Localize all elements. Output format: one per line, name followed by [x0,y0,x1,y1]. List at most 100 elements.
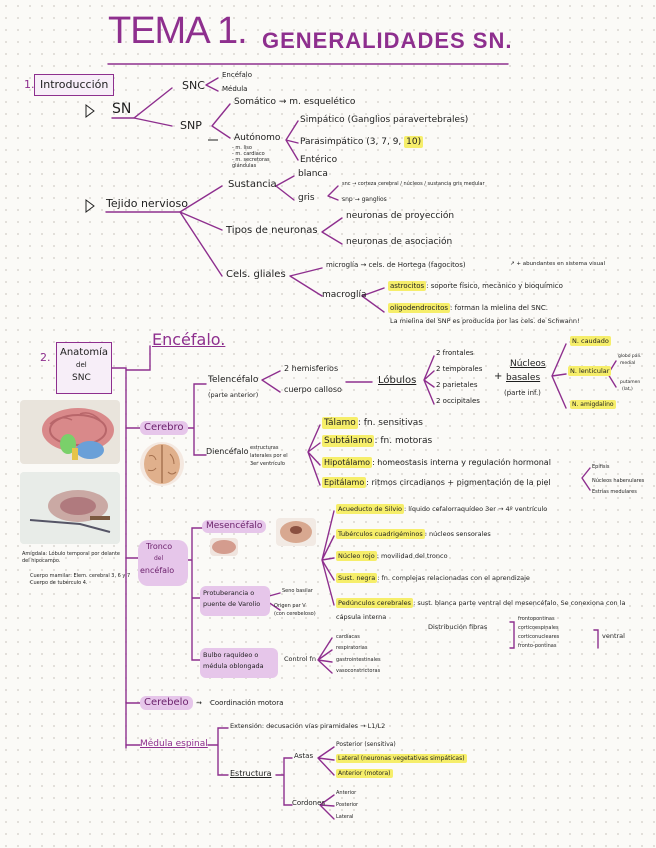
brain-top-photo [140,442,184,486]
cerebelo-arrow: → [196,700,202,707]
fibras-4: fronto-pontinas [518,644,556,649]
autonomo-note-4: glándulas [232,164,256,169]
cordon-anterior: Anterior [336,791,356,796]
asta-posterior: Posterior (sensitiva) [336,742,396,748]
astas-label: Astas [294,753,313,760]
origen-par-v-note: (con cerebeloso) [274,612,316,617]
protuberancia-label-1: Protuberancia o [203,590,254,597]
control-fn: Control fn [284,656,316,663]
bulbo-vasoconstrictoras: vasoconstrictoras [336,669,380,674]
mesencefalo-illustration [276,518,316,546]
n-caudado: N. caudado [570,338,611,345]
lobulo-frontales: 2 frontales [436,350,474,357]
acueducto-text: Acueducto de Silvio: líquido cefalorraqu… [336,506,547,513]
brain-top-illustration [140,442,184,486]
estrias-medulares: Estrías medulares [592,490,637,495]
snc-gris-note: snc → corteza cerebral / núcleos / susta… [342,182,485,187]
neuronas-asociacion: neuronas de asociación [346,238,452,247]
nucleos-habenulares: Núcleos habenulares [592,479,644,484]
bulbo-label-2: médula oblongada [203,663,264,670]
parasim-highlight: 10) [404,136,423,148]
asta-anterior: Anterior (motora) [336,771,393,777]
globo-palido-2: medial [620,362,635,367]
tronco-label-1: Tronco [146,543,172,551]
mesencefalo-small-photo [210,538,238,556]
anatomia-label-2: del [76,362,87,369]
photo-caption-3: Cuerpo mamilar: Elem. cerebral 3, 6 y 7 [30,574,130,579]
extension-text: Extensión: decusación vías piramidales →… [230,723,385,730]
snc-label: SNC [182,80,205,91]
n-amigdalino: N. amigdalino [570,402,616,408]
sustancia-gris: gris [298,194,315,203]
basales-label: basales [506,374,540,383]
microglia-text: microglía → cels. de Hortega (fagocitos) [326,262,466,269]
tipos-neuronas-label: Tipos de neuronas [226,226,318,236]
nucleo-rojo-text: Núcleo rojo: movilidad del tronco [336,553,448,560]
hipotalamo-text: Hipotálamo: homeostasis interna y regula… [322,459,551,467]
microglia-note: ↗ + abundantes en sistema visual [510,262,605,268]
nucleos-label: Núcleos [510,360,546,369]
photo-caption-1: Amígdala: Lóbulo temporal por delante [22,552,120,557]
fibras-2: corticoespinales [518,626,559,631]
mesencefalo-label: Mesencéfalo [202,520,266,533]
photo-caption-4: Cuerpo de tubérculo 4. [30,581,88,586]
autonomo-label: Autónomo [234,134,280,143]
mesencefalo-photo [276,518,316,546]
macroglia-label: macroglía [322,291,366,300]
diencefalo-note-2: laterales por el [250,454,288,459]
sustancia-label: Sustancia [228,180,277,190]
seno-basilar: Seno basilar [282,589,313,594]
capsula-interna: cápsula interna [336,614,386,621]
simpatico-text: Simpático (Ganglios paravertebrales) [300,116,468,125]
bulbo-label-1: Bulbo raquídeo o [203,652,258,659]
bulbo-gastrointestinales: gastrointestinales [336,658,381,663]
plus-sign: + [494,372,502,382]
tema-subtitle: GENERALIDADES SN. [262,30,512,52]
sustancia-blanca: blanca [298,170,328,179]
cerebro-label: Cerebro [140,421,188,435]
section-2-number: 2. [40,352,51,363]
bulbo-cardiacas: cardíacas [336,635,360,640]
schwann-note: La mielina del SNP es producida por las … [390,318,580,325]
epifisis: Epífisis [592,465,609,470]
epitalamo-text: Epitálamo: ritmos circadianos + pigmenta… [322,479,551,487]
snp-gris-note: snp → ganglios [342,197,387,203]
tronco-label-3: encéfalo [140,567,174,575]
sustancia-negra-text: Sust. negra: fn. complejas relacionadas … [336,575,530,582]
parasimpatico-text: Parasimpático (3, 7, 9, 10) [300,138,423,147]
asta-lateral: Lateral (neuronas vegetativas simpáticas… [336,756,467,762]
mesencefalo-small-illustration [210,538,238,556]
origen-par-v: Origen par V [274,604,306,609]
brain-sagittal-illustration [20,400,120,464]
oligodendrocitos-text: oligodendrocitos: forman la mielina del … [388,305,548,312]
lobulo-occipitales: 2 occipitales [436,398,480,405]
section-1-number: 1. [24,79,35,90]
fibras-1: frontopontinas [518,617,555,622]
lobulo-parietales: 2 parietales [436,382,477,389]
n-lenticular: N. lenticular [568,368,611,375]
introduccion-label: Introducción [40,79,108,90]
ventral-label: ventral [602,633,625,640]
diencefalo-label: Diencéfalo [206,448,249,456]
telencefalo-label: Telencéfalo [208,376,258,385]
estructura-label: Estructura [230,770,272,778]
distribucion-fibras: Distribución fibras [428,624,487,631]
enterico-text: Entérico [300,156,337,165]
brain-model-illustration [20,472,120,544]
neuronas-proyeccion: neuronas de proyección [346,212,454,221]
photo-caption-2: del hipocampo. [22,559,60,564]
lobulos-label: Lóbulos [378,376,416,386]
diencefalo-note-1: estructuras [250,446,278,451]
anatomia-label-1: Anatomía [60,348,108,358]
coordinacion-motora: Coordinación motora [210,700,283,707]
diencefalo-note-3: 3er ventrículo [250,462,285,467]
subtalamo-text: Subtálamo: fn. motoras [322,437,432,446]
snp-label: SNP [180,120,202,131]
snc-medula: Médula [222,86,247,93]
celulas-gliales-label: Cels. gliales [226,270,286,280]
anatomia-label-3: SNC [72,374,91,383]
brain-model-photo [20,472,120,544]
talamo-text: Tálamo: fn. sensitivas [322,419,423,428]
encefalo-heading: Encéfalo. [152,332,225,348]
medula-espinal-label: Médula espinal [140,740,208,749]
